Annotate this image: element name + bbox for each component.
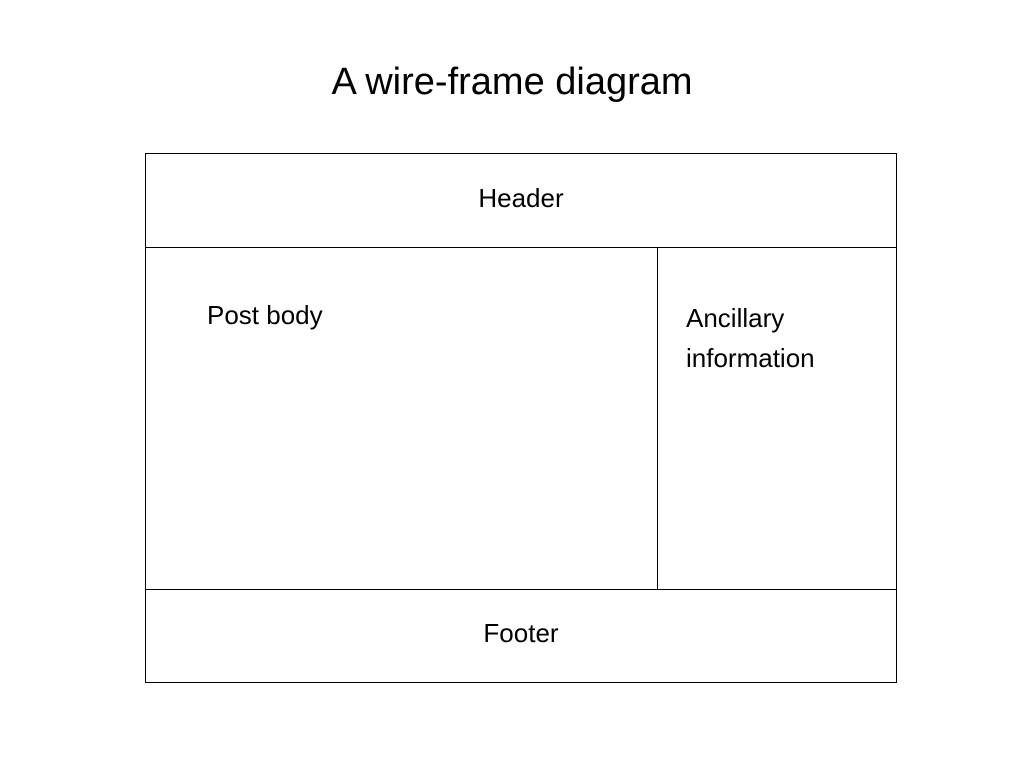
post-body-region: Post body: [146, 248, 658, 589]
ancillary-information-region: Ancillary information: [658, 248, 896, 589]
diagram-title: A wire-frame diagram: [331, 61, 693, 103]
footer-region: Footer: [146, 589, 896, 682]
header-label: Header: [478, 183, 564, 213]
ancillary-label-line-2: information: [686, 343, 815, 373]
footer-label: Footer: [483, 618, 559, 648]
ancillary-information-label: Ancillary information: [686, 298, 886, 378]
post-body-label: Post body: [207, 300, 323, 330]
header-region: Header: [146, 154, 896, 248]
wireframe-frame: Header Post body Ancillary information F…: [145, 153, 897, 683]
ancillary-label-line-1: Ancillary: [686, 303, 785, 333]
